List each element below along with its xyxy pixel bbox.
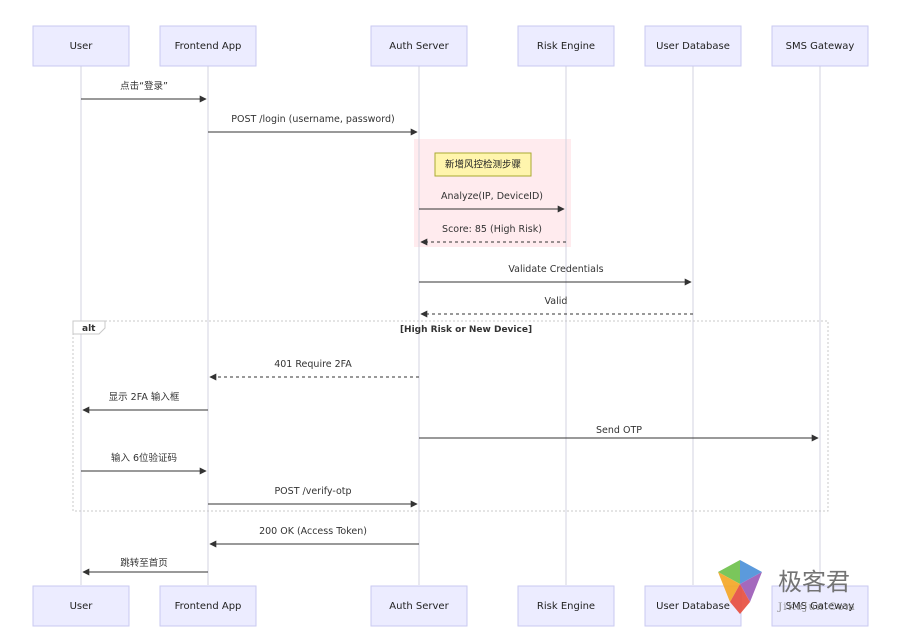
watermark-title: 极客君 bbox=[778, 568, 850, 596]
watermark-subtitle: JiKeJun.Com bbox=[777, 601, 856, 613]
actors-bottom: User Frontend App Auth Server Risk Engin… bbox=[32, 585, 869, 627]
actor-box-risk-engine bbox=[517, 25, 615, 67]
message-label: 401 Require 2FA bbox=[274, 359, 352, 370]
message-label: Send OTP bbox=[596, 425, 642, 436]
message-label: Analyze(IP, DeviceID) bbox=[441, 191, 543, 202]
watermark-logo-icon bbox=[718, 560, 762, 614]
actor-label-frontend-app-bottom: Frontend App bbox=[175, 601, 242, 612]
actor-box-sms-gateway-bottom bbox=[771, 585, 869, 627]
note-box bbox=[434, 152, 532, 177]
note-text: 新增风控检测步骤 bbox=[445, 159, 521, 171]
actor-box-user-database bbox=[644, 25, 742, 67]
actor-box-user bbox=[32, 25, 130, 67]
actor-box-sms-gateway bbox=[771, 25, 869, 67]
message-label: Valid bbox=[545, 296, 568, 307]
message-label: 点击“登录” bbox=[120, 80, 168, 92]
message-label: POST /login (username, password) bbox=[231, 114, 394, 125]
actors-top: User Frontend App Auth Server Risk Engin… bbox=[32, 25, 869, 67]
alt-fragment: alt [High Risk or New Device] bbox=[72, 320, 829, 512]
actor-label-user: User bbox=[70, 41, 94, 52]
message-label: POST /verify-otp bbox=[274, 486, 351, 497]
actor-box-auth-server bbox=[370, 25, 468, 67]
actor-label-user-database: User Database bbox=[656, 41, 730, 52]
messages: 点击“登录” POST /login (username, password) … bbox=[81, 80, 819, 576]
actor-label-risk-engine-bottom: Risk Engine bbox=[537, 601, 595, 612]
alt-condition: [High Risk or New Device] bbox=[400, 325, 532, 335]
actor-label-frontend-app: Frontend App bbox=[175, 41, 242, 52]
actor-label-user-database-bottom: User Database bbox=[656, 601, 730, 612]
actor-box-auth-server-bottom bbox=[370, 585, 468, 627]
message-label: Score: 85 (High Risk) bbox=[442, 224, 542, 235]
actor-box-frontend-app bbox=[159, 25, 257, 67]
message-label: Validate Credentials bbox=[508, 264, 603, 275]
actor-box-user-bottom bbox=[32, 585, 130, 627]
actor-label-sms-gateway-bottom: SMS Gateway bbox=[786, 601, 855, 612]
actor-box-frontend-app-bottom bbox=[159, 585, 257, 627]
alt-frame bbox=[72, 320, 829, 512]
actor-label-sms-gateway: SMS Gateway bbox=[786, 41, 855, 52]
message-label: 跳转至首页 bbox=[120, 557, 168, 569]
actor-label-risk-engine: Risk Engine bbox=[537, 41, 595, 52]
actor-label-auth-server-bottom: Auth Server bbox=[389, 601, 449, 612]
message-label: 200 OK (Access Token) bbox=[259, 526, 367, 537]
lifelines bbox=[80, 66, 821, 585]
alt-label-tab bbox=[72, 320, 106, 335]
actor-box-user-database-bottom bbox=[644, 585, 742, 627]
watermark: 极客君 JiKeJun.Com bbox=[718, 560, 856, 614]
message-label: 输入 6位验证码 bbox=[111, 452, 177, 464]
note: 新增风控检测步骤 bbox=[434, 152, 532, 177]
actor-label-auth-server: Auth Server bbox=[389, 41, 449, 52]
actor-box-risk-engine-bottom bbox=[517, 585, 615, 627]
alt-keyword: alt bbox=[82, 324, 96, 334]
actor-label-user-bottom: User bbox=[70, 601, 94, 612]
message-label: 显示 2FA 输入框 bbox=[109, 391, 180, 403]
